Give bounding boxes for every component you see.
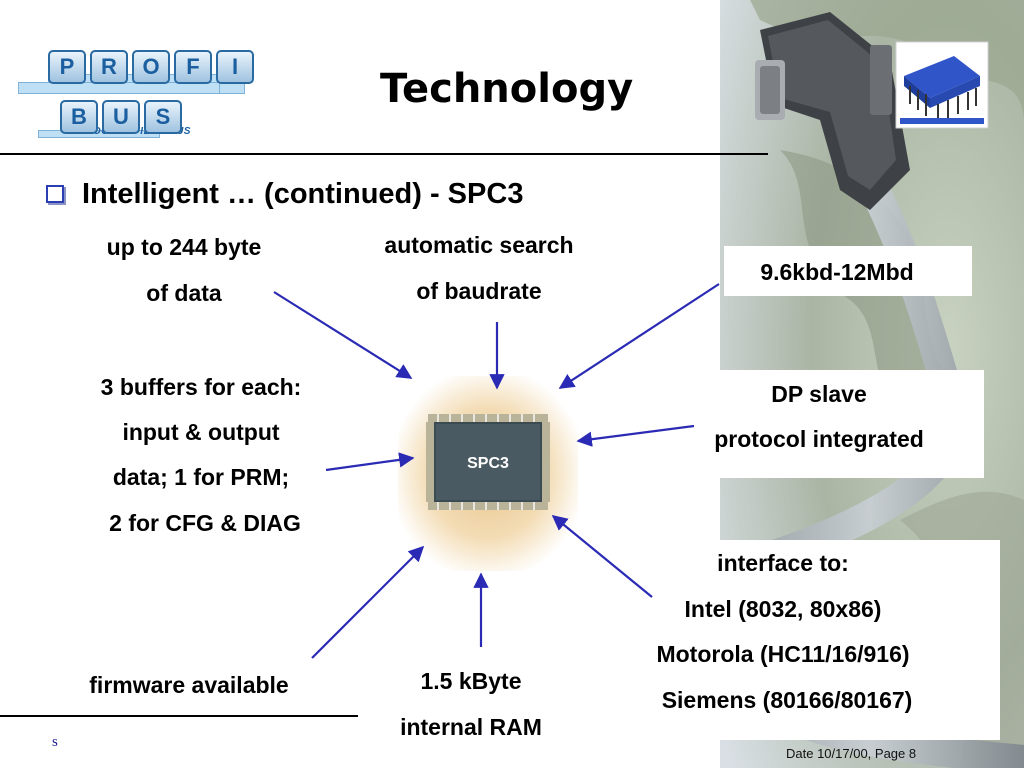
dip-chip-icon bbox=[895, 41, 989, 129]
footer-divider bbox=[0, 715, 358, 717]
label-interface-1: interface to: bbox=[717, 550, 849, 576]
speed-box bbox=[724, 246, 972, 296]
label-data-size-1: up to 244 byte bbox=[106, 234, 262, 260]
logo-letter: B bbox=[60, 100, 98, 134]
label-baudrate-2: of baudrate bbox=[416, 278, 542, 304]
chip-label: SPC3 bbox=[467, 455, 509, 472]
label-interface-3: Motorola (HC11/16/916) bbox=[656, 641, 910, 667]
logo-letter: S bbox=[144, 100, 182, 134]
label-interface-2: Intel (8032, 80x86) bbox=[684, 596, 882, 622]
arrow-buffers bbox=[325, 452, 415, 472]
label-ram-1: 1.5 kByte bbox=[420, 668, 522, 694]
logo-letter: R bbox=[90, 50, 128, 84]
page-title: Technology bbox=[380, 66, 634, 112]
label-buffers-1: 3 buffers for each: bbox=[100, 374, 302, 400]
arrow-interface bbox=[551, 515, 653, 598]
bullet-heading: Intelligent … (continued) - SPC3 bbox=[82, 178, 524, 210]
label-baudrate-1: automatic search bbox=[384, 232, 574, 258]
label-interface-4: Siemens (80166/80167) bbox=[661, 687, 913, 713]
interface-box bbox=[620, 540, 1000, 740]
bullet-square-icon bbox=[46, 185, 64, 203]
label-buffers-4: 2 for CFG & DIAG bbox=[109, 510, 301, 536]
logo-letter: F bbox=[174, 50, 212, 84]
footer-date-page: Date 10/17/00, Page 8 bbox=[786, 746, 917, 761]
dp-slave-box bbox=[680, 370, 984, 478]
spc3-chip: SPC3 bbox=[398, 376, 578, 571]
label-buffers-3: data; 1 for PRM; bbox=[112, 464, 290, 490]
logo-letter: P bbox=[48, 50, 86, 84]
label-ram-2: internal RAM bbox=[400, 714, 542, 740]
logo-letter: I bbox=[216, 50, 254, 84]
arrow-speed bbox=[558, 283, 720, 389]
label-speed: 9.6kbd-12Mbd bbox=[760, 259, 914, 285]
logo-letter: U bbox=[102, 100, 140, 134]
profibus-logo: P R O F I PROCESS FIELD BUS B U S bbox=[18, 44, 258, 139]
label-dp-slave-2: protocol integrated bbox=[714, 426, 924, 452]
label-firmware: firmware available bbox=[89, 672, 289, 698]
title-divider bbox=[0, 153, 768, 155]
footer-logo-letter: s bbox=[52, 734, 58, 750]
logo-letter: O bbox=[132, 50, 170, 84]
label-dp-slave-1: DP slave bbox=[771, 381, 867, 407]
arrow-dp-slave bbox=[576, 424, 695, 447]
arrow-data-size bbox=[273, 291, 413, 379]
label-buffers-2: input & output bbox=[122, 419, 280, 445]
arrow-firmware bbox=[311, 545, 425, 659]
label-data-size-2: of data bbox=[146, 280, 222, 306]
connector-icon bbox=[755, 12, 910, 210]
